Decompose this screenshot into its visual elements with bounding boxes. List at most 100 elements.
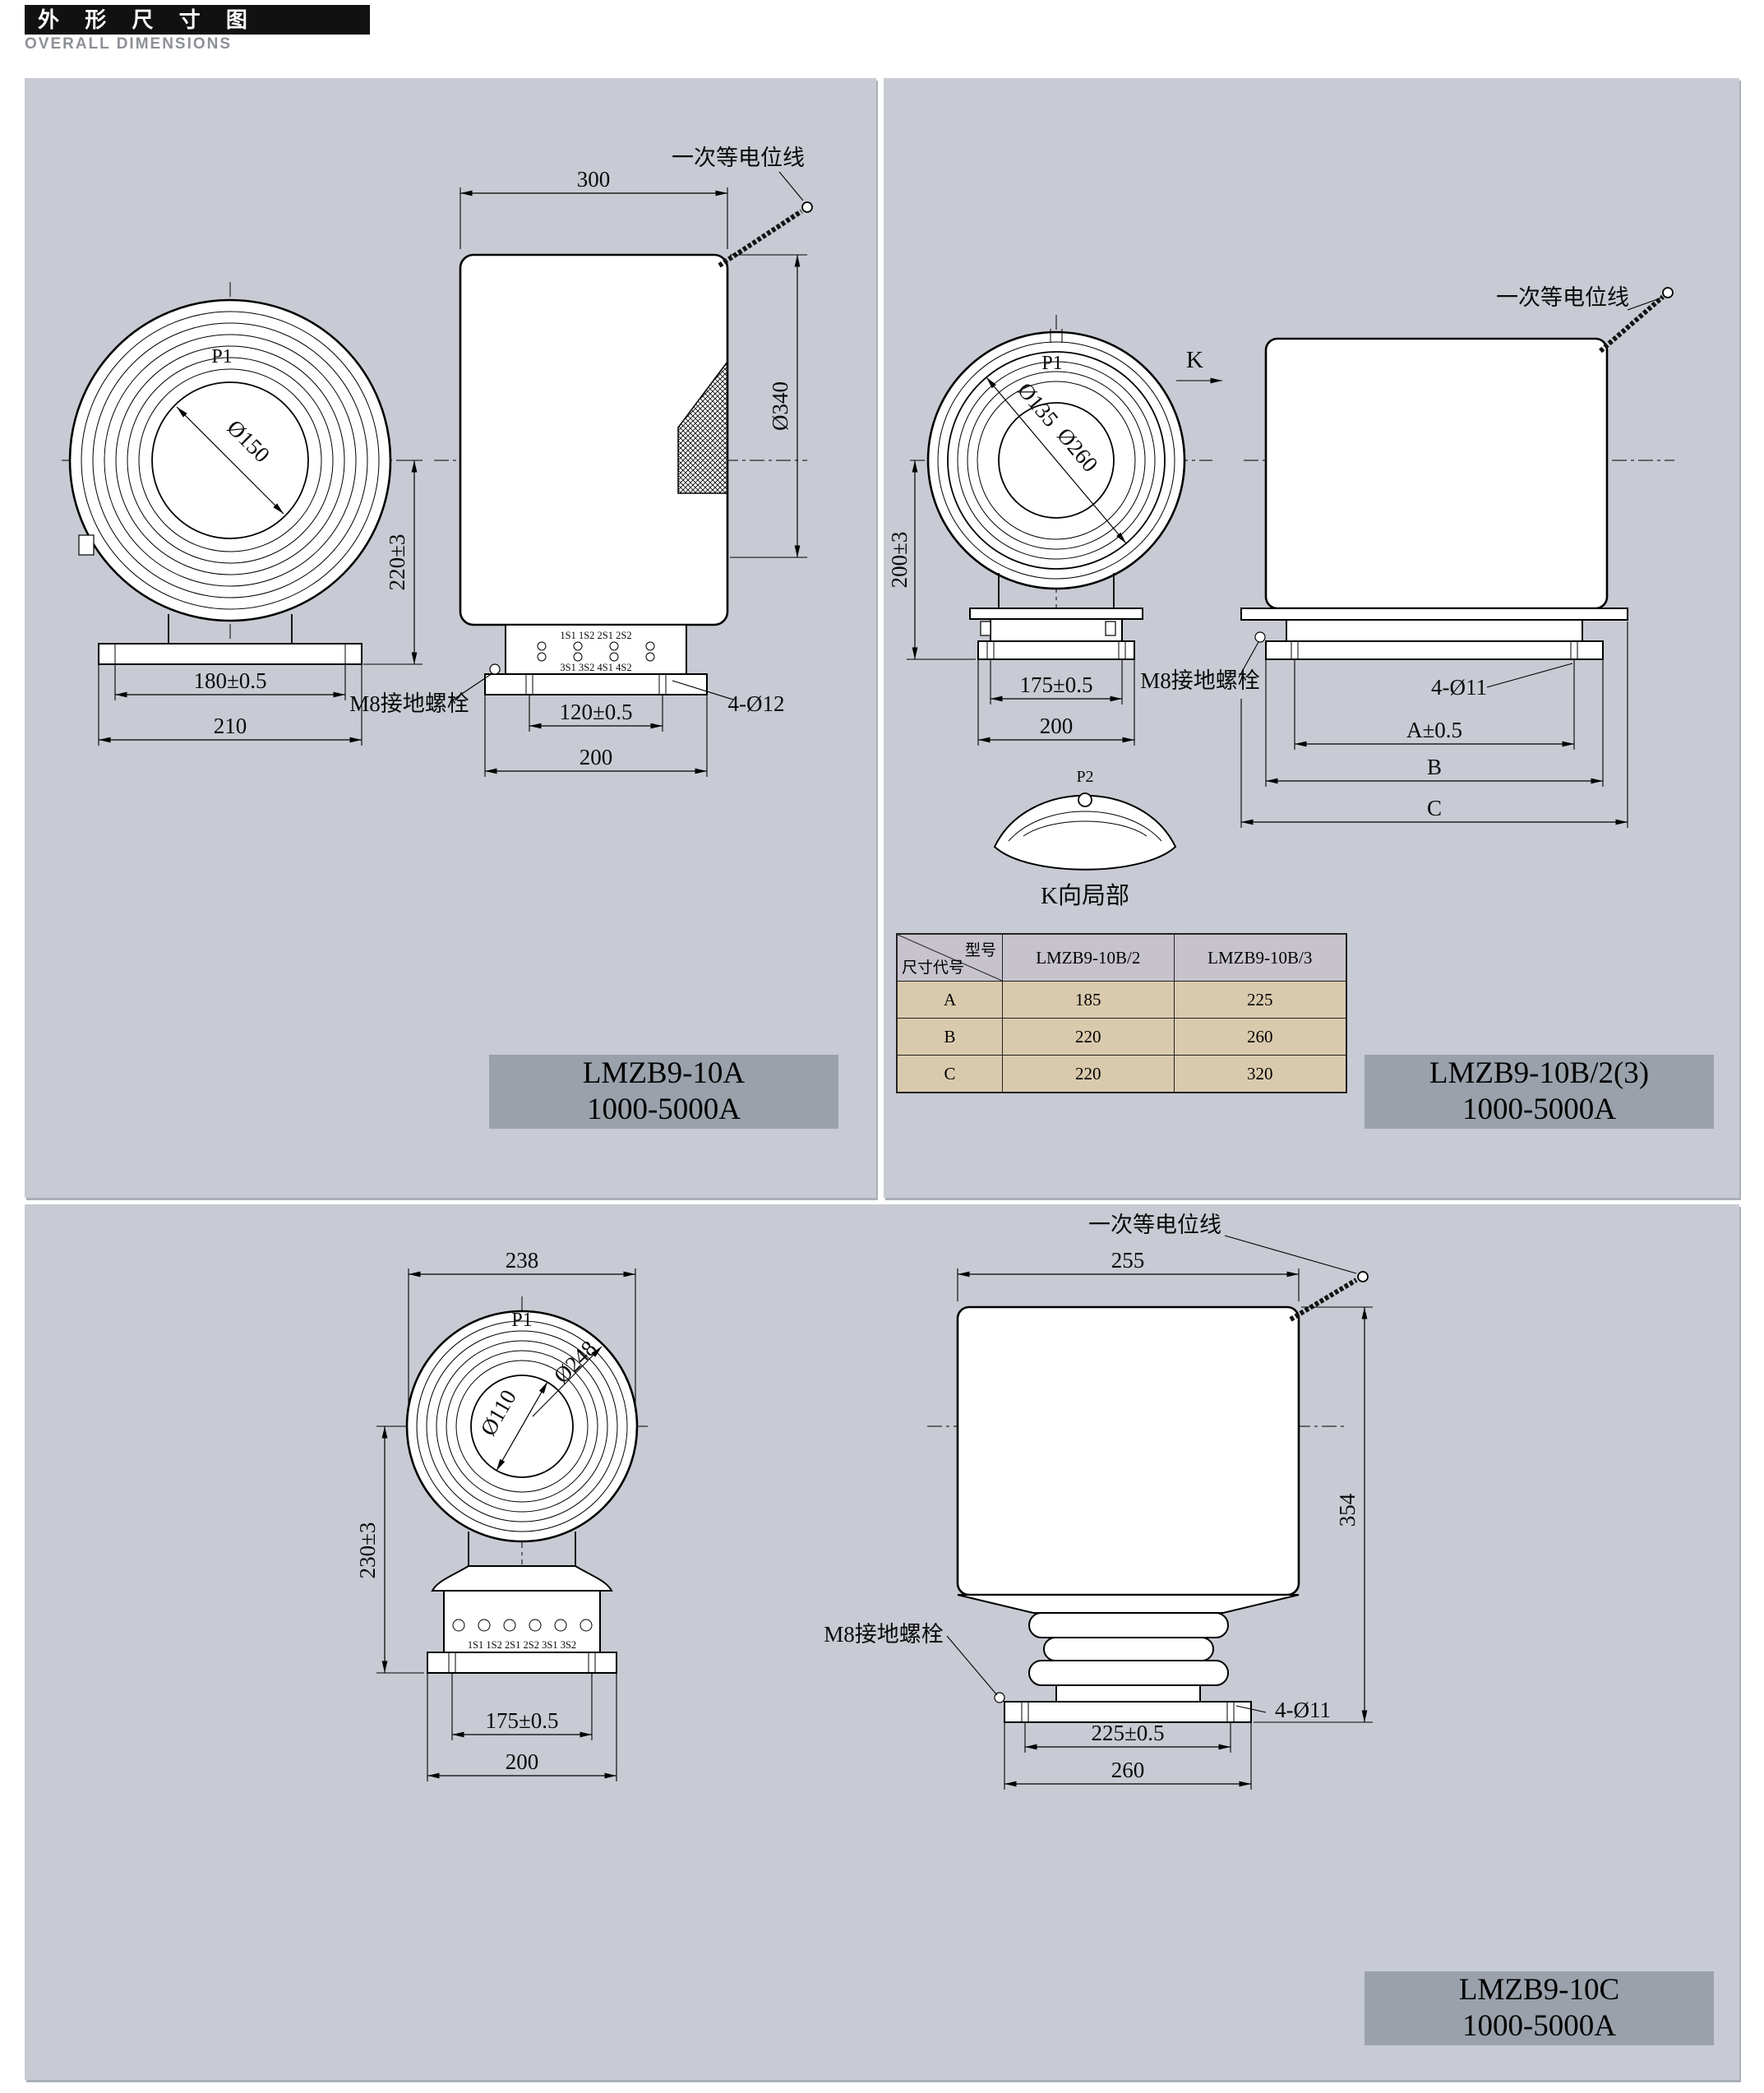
table-cell: 320 (1173, 1055, 1346, 1092)
model-rating-b: 1000-5000A (1462, 1093, 1617, 1126)
model-name-a: LMZB9-10A (582, 1056, 746, 1091)
corner-label-model: 型号 (965, 942, 997, 959)
mounting-holes-label: 4-Ø11 (1431, 675, 1487, 700)
table-row: C 220 320 (898, 1055, 1346, 1092)
table-col-header-b3: LMZB9-10B/3 (1173, 935, 1346, 981)
model-label-b: LMZB9-10B/2(3) 1000-5000A (1365, 1055, 1714, 1129)
top-width-label: 238 (506, 1248, 539, 1273)
base-plate (98, 643, 362, 665)
transformer-body (1264, 337, 1609, 610)
lmzb9-10c-side-view: 255 一次等电位线 M8接地螺栓 4-Ø11 (824, 1213, 1373, 1790)
hole-span-label: 225±0.5 (1091, 1721, 1164, 1745)
hatched-section (677, 359, 728, 494)
lmzb9-10a-front-view: P1 Ø150 180±0.5 (62, 282, 423, 746)
width-label: 300 (577, 167, 611, 192)
base-width-label: 200 (506, 1749, 539, 1774)
dimension-table: 型号 尺寸代号 LMZB9-10B/2 LMZB9-10B/3 A 185 22… (896, 933, 1347, 1093)
dim-c-label: C (1427, 796, 1442, 820)
side-bolt (78, 534, 95, 556)
mounting-base (484, 673, 708, 695)
transformer-body (956, 1305, 1300, 1596)
k-partial-view: P2 K向局部 (993, 768, 1177, 909)
table-cell: 260 (1173, 1018, 1346, 1055)
model-label-c: LMZB9-10C 1000-5000A (1365, 1971, 1714, 2045)
table-row: B 220 260 (898, 1018, 1346, 1055)
top-width-dim: 255 (957, 1248, 1300, 1301)
table-cell: 220 (1002, 1018, 1174, 1055)
table-row: A 185 225 (898, 981, 1346, 1018)
mounting-holes-label: 4-Ø12 (728, 691, 785, 716)
hole-span-dim: 175±0.5 (990, 659, 1123, 705)
table-cell: 220 (1002, 1055, 1174, 1092)
base-plate (1004, 1701, 1252, 1723)
model-name-c: LMZB9-10C (1458, 1973, 1620, 2008)
table-row-label: C (898, 1055, 1003, 1092)
p1-terminal-label: P1 (511, 1310, 532, 1331)
height-label: 200±3 (887, 532, 912, 589)
table-row-label: B (898, 1018, 1003, 1055)
height-dim: 230±3 (355, 1425, 424, 1674)
equipotential-wire (1599, 294, 1665, 353)
equipotential-label: 一次等电位线 (1496, 285, 1629, 310)
ground-bolt-label: M8接地螺栓 (1140, 668, 1260, 693)
ground-bolt (489, 663, 501, 675)
hole-span-label: 120±0.5 (559, 700, 632, 724)
model-label-a: LMZB9-10A 1000-5000A (489, 1055, 838, 1129)
flange-width-label: 210 (214, 714, 247, 738)
height-label: 230±3 (355, 1522, 380, 1579)
panel-lmzb9-10a: P1 Ø150 180±0.5 (25, 78, 876, 1198)
base-width-dim: 200 (427, 1673, 617, 1781)
panel-lmzb9-10b: P1 Ø135 Ø260 (884, 78, 1739, 1198)
bellows-1 (1028, 1612, 1229, 1638)
lmzb9-10a-drawing: P1 Ø150 180±0.5 (62, 146, 813, 777)
p2-terminal (1078, 792, 1092, 807)
base-plate (977, 640, 1135, 660)
panel-lmzb9-10c: P1 238 Ø248 Ø110 (25, 1204, 1739, 2080)
base-width-label: 200 (1040, 714, 1074, 738)
equipotential-label: 一次等电位线 (672, 146, 805, 170)
base-width-dim: 180±0.5 (114, 664, 346, 700)
dim-a: A±0.5 (1294, 659, 1575, 750)
lmzb9-10b-front-view: P1 Ø135 Ø260 (887, 315, 1222, 746)
terminal-labels: 1S1 1S2 2S1 2S2 3S1 3S2 (468, 1639, 576, 1651)
p1-terminal-label: P1 (1041, 353, 1062, 374)
bellows-3 (1028, 1660, 1229, 1686)
table-corner-cell: 型号 尺寸代号 (898, 935, 1003, 981)
center-hole (470, 1375, 574, 1478)
dim-c: C (1240, 621, 1628, 828)
height-dim: 200±3 (887, 460, 976, 660)
wire-terminal (801, 201, 813, 213)
equipotential-wire (718, 209, 803, 268)
hole-span-dim: 175±0.5 (451, 1673, 593, 1740)
body-dia-label: Ø340 (768, 381, 792, 431)
terminal-box (505, 624, 687, 675)
k-direction-arrow: K (1176, 347, 1222, 384)
bellows-2 (1043, 1637, 1214, 1661)
terminal-box (443, 1590, 601, 1653)
wire-terminal (1357, 1271, 1369, 1282)
top-width-dim: 238 (408, 1248, 636, 1412)
lmzb9-10b-drawing: P1 Ø135 Ø260 (887, 285, 1674, 909)
hole-span-dim: 120±0.5 (529, 695, 663, 732)
k-view-shell (993, 794, 1177, 871)
base-neck (1055, 1684, 1201, 1703)
side-base-width-dim: 200 (484, 695, 708, 777)
hole-span-dim: 225±0.5 (1024, 1721, 1231, 1753)
pedestal (990, 618, 1123, 642)
base-plate (1265, 640, 1604, 660)
dim-a-label: A±0.5 (1406, 718, 1462, 742)
center-hole (151, 381, 309, 539)
height-dim: 354 (1254, 1306, 1373, 1723)
top-width-label: 255 (1111, 1248, 1145, 1273)
equipotential-label: 一次等电位线 (1088, 1213, 1221, 1237)
mounting-holes-label: 4-Ø11 (1275, 1698, 1331, 1722)
ground-bolt-label: M8接地螺栓 (349, 691, 469, 716)
model-rating-a: 1000-5000A (586, 1093, 741, 1126)
p1-terminal-label: P1 (211, 346, 232, 367)
terminal-labels-bottom: 3S1 3S2 4S1 4S2 (560, 662, 631, 673)
ground-bolt-label: M8接地螺栓 (824, 1622, 944, 1647)
k-view-caption: K向局部 (1041, 882, 1129, 909)
dim-b: B (1265, 659, 1604, 787)
table-cell: 185 (1002, 981, 1174, 1018)
